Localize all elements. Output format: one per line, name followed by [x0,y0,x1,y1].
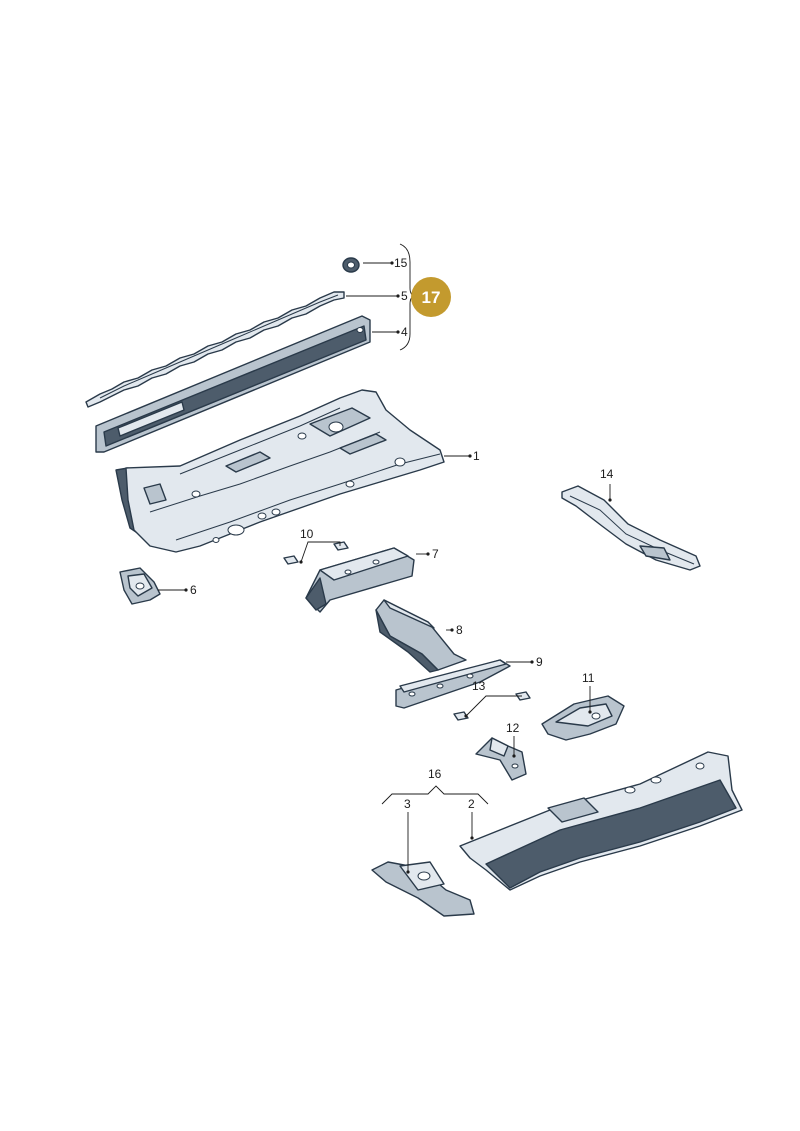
part-14-rail [561,485,701,571]
callout-4: 4 [401,325,408,339]
part-10-plates [283,541,349,565]
part-8-tunnel-bracket [375,599,467,673]
callout-9: 9 [536,655,543,669]
part-2-tunnel-panel [459,751,743,891]
part-12-bracket [475,737,527,781]
callout-11: 11 [582,671,595,685]
part-4-sill-panel [95,315,371,453]
callout-14: 14 [600,467,614,481]
callout-5: 5 [401,289,408,303]
callout-16: 16 [428,767,442,781]
badge-number: 17 [422,288,441,307]
callout-labels: 15 5 4 1 6 7 8 9 10 13 14 11 12 16 3 2 [190,256,614,811]
part-1-floor-pan [115,389,445,553]
callout-1: 1 [473,449,480,463]
part-13-plates [453,691,531,721]
part-15-grommet [342,257,360,273]
part-3-front-bracket [371,861,475,917]
leader-dots [184,261,612,874]
badge-circle [411,277,451,317]
callout-13: 13 [472,679,486,693]
callout-6: 6 [190,583,197,597]
callout-7: 7 [432,547,439,561]
callout-10: 10 [300,527,314,541]
part-7-cross-member [305,547,415,613]
part-9-reinforcement [395,659,511,709]
callout-15: 15 [394,256,408,270]
callout-3: 3 [404,797,411,811]
callout-8: 8 [456,623,463,637]
part-11-bracket [541,695,625,741]
callout-12: 12 [506,721,520,735]
part-6-bracket [119,567,161,605]
leader-lines [158,243,611,872]
part-number-badge[interactable]: 17 [411,277,451,317]
callout-2: 2 [468,797,475,811]
part-5-seal-strip [85,291,345,408]
